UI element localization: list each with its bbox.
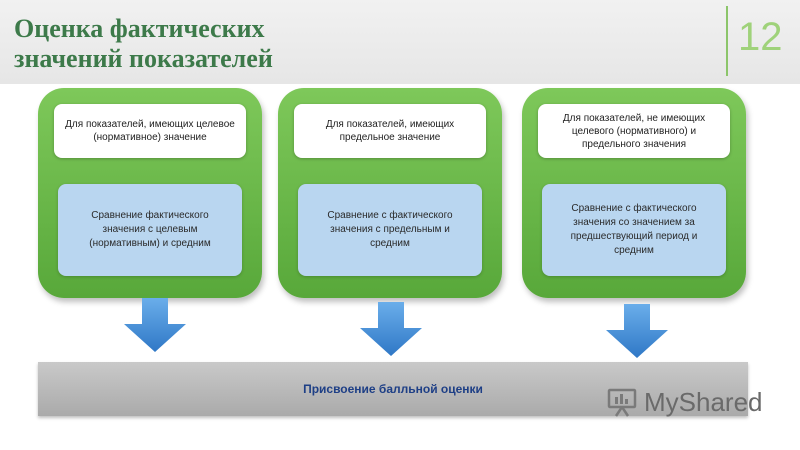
slide-title: Оценка фактических значений показателей: [14, 14, 574, 74]
down-arrow-icon-3: [606, 304, 668, 358]
card-1-heading: Для показателей, имеющих целевое (нормат…: [54, 104, 246, 158]
card-2-description: Сравнение с фактического значения с пред…: [298, 184, 482, 276]
down-arrow-icon-1: [124, 298, 186, 352]
watermark: MyShared: [606, 385, 763, 419]
presentation-board-icon: [607, 388, 637, 417]
criteria-card-1: Для показателей, имеющих целевое (нормат…: [38, 88, 262, 298]
down-arrow-icon-2: [360, 302, 422, 356]
result-bar-label: Присвоение балльной оценки: [303, 382, 483, 396]
card-1-description: Сравнение фактического значения с целевы…: [58, 184, 242, 276]
criteria-card-3: Для показателей, не имеющих целевого (но…: [522, 88, 746, 298]
title-line-2: значений показателей: [14, 44, 273, 73]
header-divider: [726, 6, 728, 76]
slide-number: 12: [738, 15, 783, 59]
title-line-1: Оценка фактических: [14, 14, 265, 43]
slide-header: Оценка фактических значений показателей …: [0, 0, 800, 84]
criteria-card-2: Для показателей, имеющих предельное знач…: [278, 88, 502, 298]
watermark-text: MyShared: [644, 387, 763, 417]
card-3-heading: Для показателей, не имеющих целевого (но…: [538, 104, 730, 158]
card-2-heading: Для показателей, имеющих предельное знач…: [294, 104, 486, 158]
card-3-description: Сравнение с фактического значения со зна…: [542, 184, 726, 276]
